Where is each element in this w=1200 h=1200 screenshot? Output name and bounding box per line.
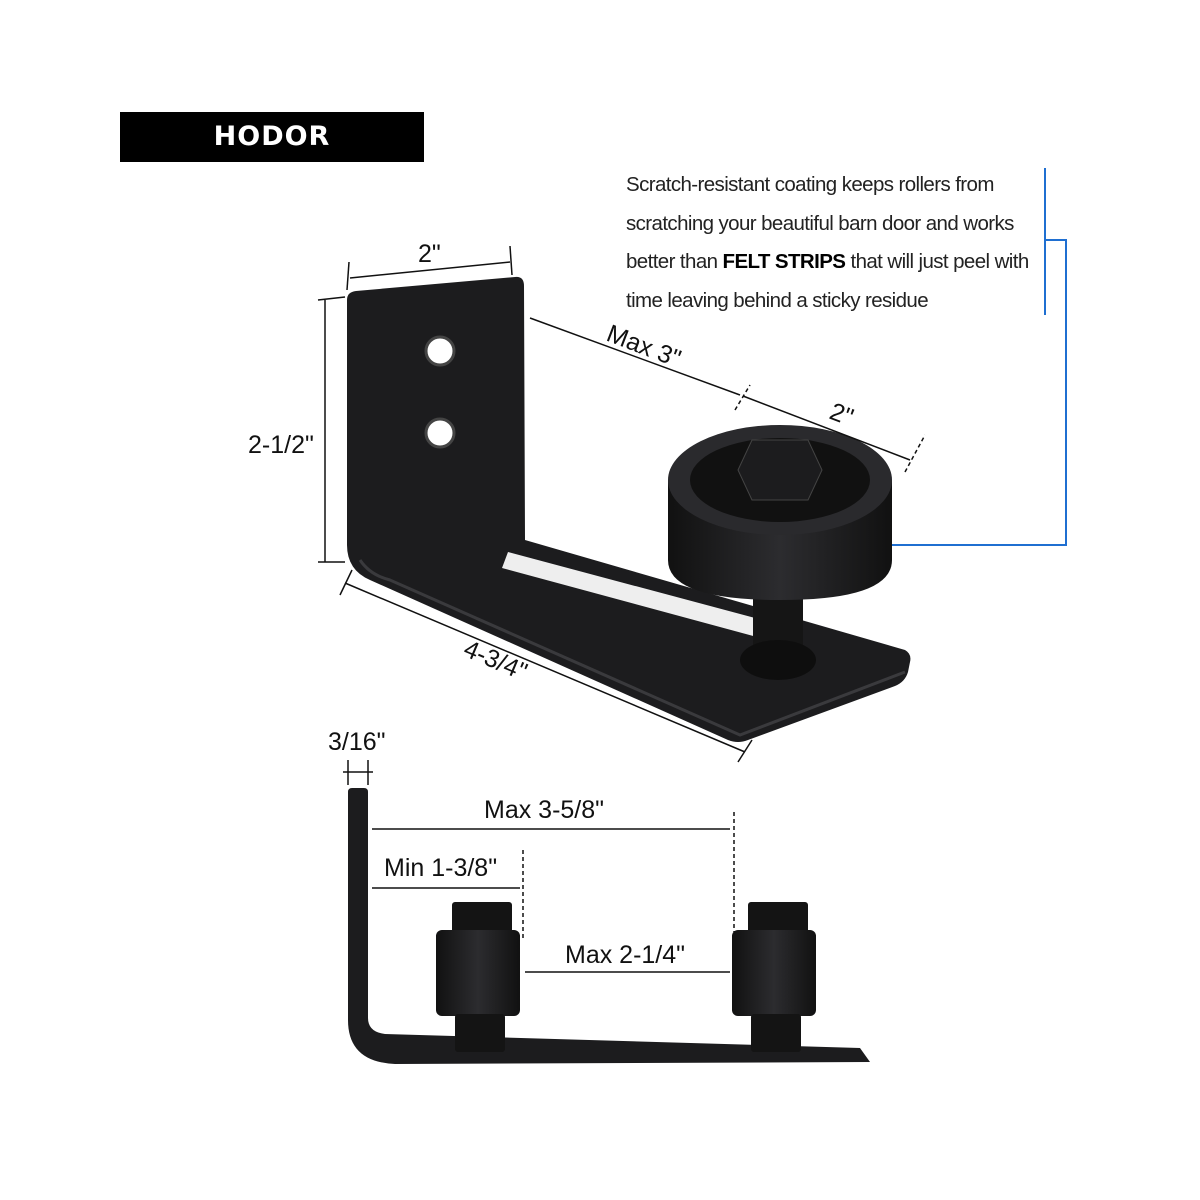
roller: [668, 425, 892, 680]
brand-logo-label: HODOR HARDWARE: [120, 112, 424, 202]
screw-hole: [424, 335, 456, 367]
coating-callout-text: Scratch-resistant coating keeps rollers …: [626, 166, 1056, 320]
roller-left: [436, 902, 520, 1052]
bottom-bracket: [348, 788, 870, 1064]
bolt-head: [737, 439, 823, 501]
dim-max-offset: Max 3": [603, 319, 685, 373]
dim-max-gap: Max 2-1/4": [565, 941, 685, 969]
callout-text-before: Scratch-resistant coating keeps rollers …: [626, 173, 1014, 273]
adjustment-slot: [502, 552, 770, 640]
top-dimension-lines: [317, 245, 926, 763]
dim-top-width: 2": [418, 240, 441, 268]
nut: [740, 640, 816, 680]
dim-roller-diameter: 2": [826, 397, 857, 431]
callout-text-bold: FELT STRIPS: [722, 250, 846, 273]
bottom-dimension-lines: [343, 760, 735, 973]
top-bracket: [347, 276, 911, 742]
dim-min-inner: Min 1-3/8": [384, 854, 497, 882]
dim-thickness: 3/16": [328, 728, 386, 756]
roller-right: [732, 902, 816, 1052]
screw-hole: [424, 417, 456, 449]
callout-text-after: that will just peel with time leaving be…: [626, 250, 1029, 312]
callout-leader: [870, 168, 1067, 546]
dim-max-outer: Max 3-5/8": [484, 796, 604, 824]
dim-height: 2-1/2": [248, 431, 314, 459]
